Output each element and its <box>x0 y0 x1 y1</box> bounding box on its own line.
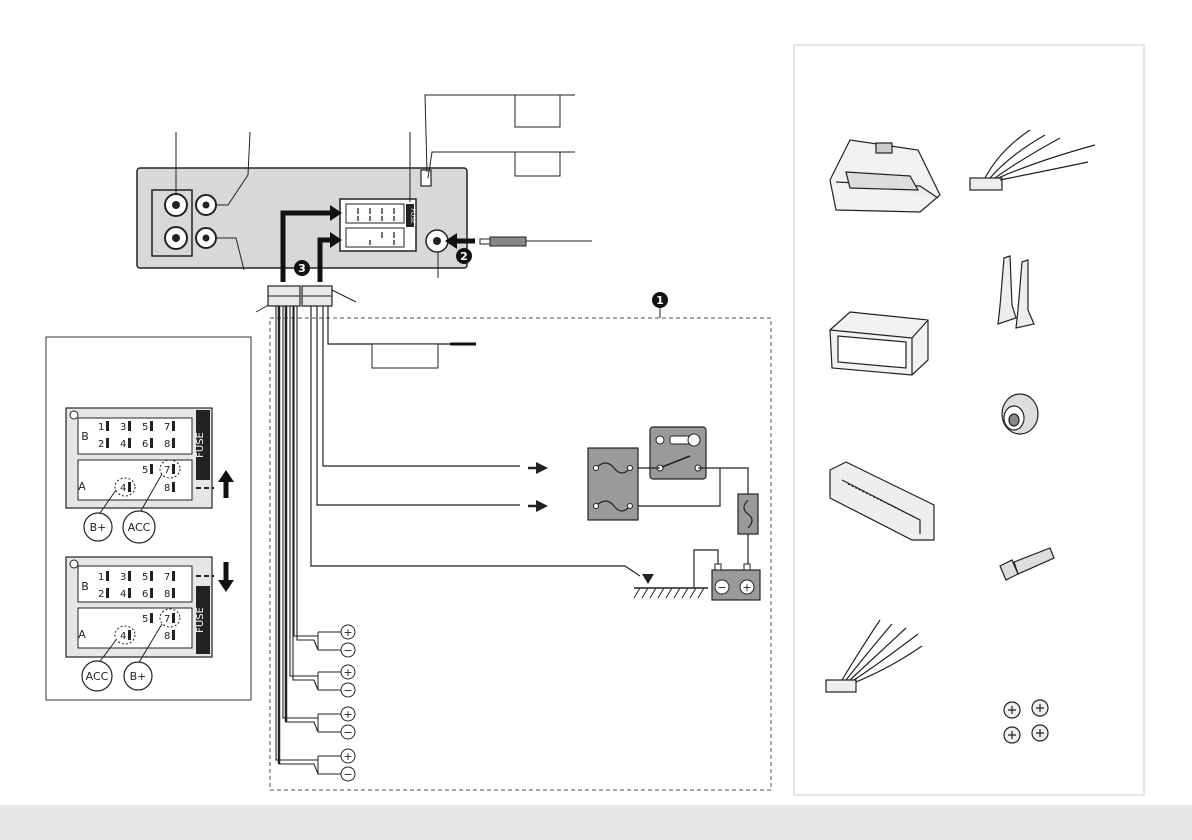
svg-text:1: 1 <box>98 422 104 433</box>
svg-text:7: 7 <box>164 422 170 433</box>
svg-text:B: B <box>81 430 89 443</box>
svg-text:6: 6 <box>142 439 148 450</box>
bottom-bar <box>0 805 1192 840</box>
svg-text:5: 5 <box>142 422 148 433</box>
terminal-minus-2: − <box>343 684 352 697</box>
svg-text:4: 4 <box>120 483 126 494</box>
ignition-key-icon <box>650 427 706 479</box>
mounting-sleeve-icon <box>830 312 928 375</box>
unit-fuse-label: FUSE <box>409 208 416 224</box>
svg-text:5: 5 <box>142 465 148 476</box>
fuse-block-icon <box>588 448 638 520</box>
svg-text:3: 3 <box>120 422 126 433</box>
speaker-terminals: + − + − + − + − <box>318 625 355 781</box>
callout-1: 1 <box>652 292 668 308</box>
badge-b-plus-2: B+ <box>130 670 147 683</box>
callout-3: 3 <box>294 260 310 276</box>
svg-text:1: 1 <box>98 572 104 583</box>
svg-text:8: 8 <box>164 439 170 450</box>
terminal-plus-3: + <box>343 708 352 721</box>
power-wires <box>311 306 640 576</box>
svg-text:8: 8 <box>164 589 170 600</box>
svg-text:4: 4 <box>120 589 126 600</box>
svg-text:7: 7 <box>164 614 170 625</box>
battery-icon: − + <box>712 564 760 600</box>
svg-text:4: 4 <box>120 439 126 450</box>
svg-text:B: B <box>81 580 89 593</box>
antenna-jack-icon <box>426 230 448 252</box>
badge-b-plus: B+ <box>90 521 107 534</box>
svg-text:5: 5 <box>142 572 148 583</box>
battery-plus: + <box>742 581 751 594</box>
callout-2: 2 <box>456 248 472 264</box>
svg-text:5: 5 <box>142 614 148 625</box>
speaker-wires <box>276 306 318 774</box>
svg-text:7: 7 <box>164 572 170 583</box>
head-unit: FUSE <box>137 168 467 268</box>
fuse-label: FUSE <box>195 432 206 458</box>
terminal-plus-4: + <box>343 750 352 763</box>
rubber-cushion-icon <box>1002 394 1038 434</box>
inline-fuse-icon <box>738 494 758 534</box>
harness-plug-a <box>268 286 300 306</box>
svg-text:4: 4 <box>120 631 126 642</box>
terminal-plus-2: + <box>343 666 352 679</box>
badge-acc-2: ACC <box>86 670 109 683</box>
svg-text:8: 8 <box>164 631 170 642</box>
terminal-minus-1: − <box>343 644 352 657</box>
fuse-label-2: FUSE <box>195 607 206 633</box>
harness-plug-b <box>302 286 332 306</box>
ground-icon <box>634 550 718 598</box>
svg-text:3: 3 <box>298 262 306 275</box>
svg-text:2: 2 <box>98 589 104 600</box>
svg-text:A: A <box>78 480 86 493</box>
svg-text:7: 7 <box>164 465 170 476</box>
wiring-diagram: FUSE 3 <box>0 0 1192 805</box>
svg-text:3: 3 <box>120 572 126 583</box>
svg-text:A: A <box>78 628 86 641</box>
terminal-minus-4: − <box>343 768 352 781</box>
svg-text:1: 1 <box>656 294 664 307</box>
terminal-minus-3: − <box>343 726 352 739</box>
svg-text:2: 2 <box>460 250 468 263</box>
unit-iso-socket: FUSE <box>340 199 416 251</box>
battery-minus: − <box>717 581 726 594</box>
svg-text:8: 8 <box>164 483 170 494</box>
svg-text:6: 6 <box>142 589 148 600</box>
svg-text:2: 2 <box>98 439 104 450</box>
terminal-plus-1: + <box>343 626 352 639</box>
badge-acc: ACC <box>128 521 151 534</box>
